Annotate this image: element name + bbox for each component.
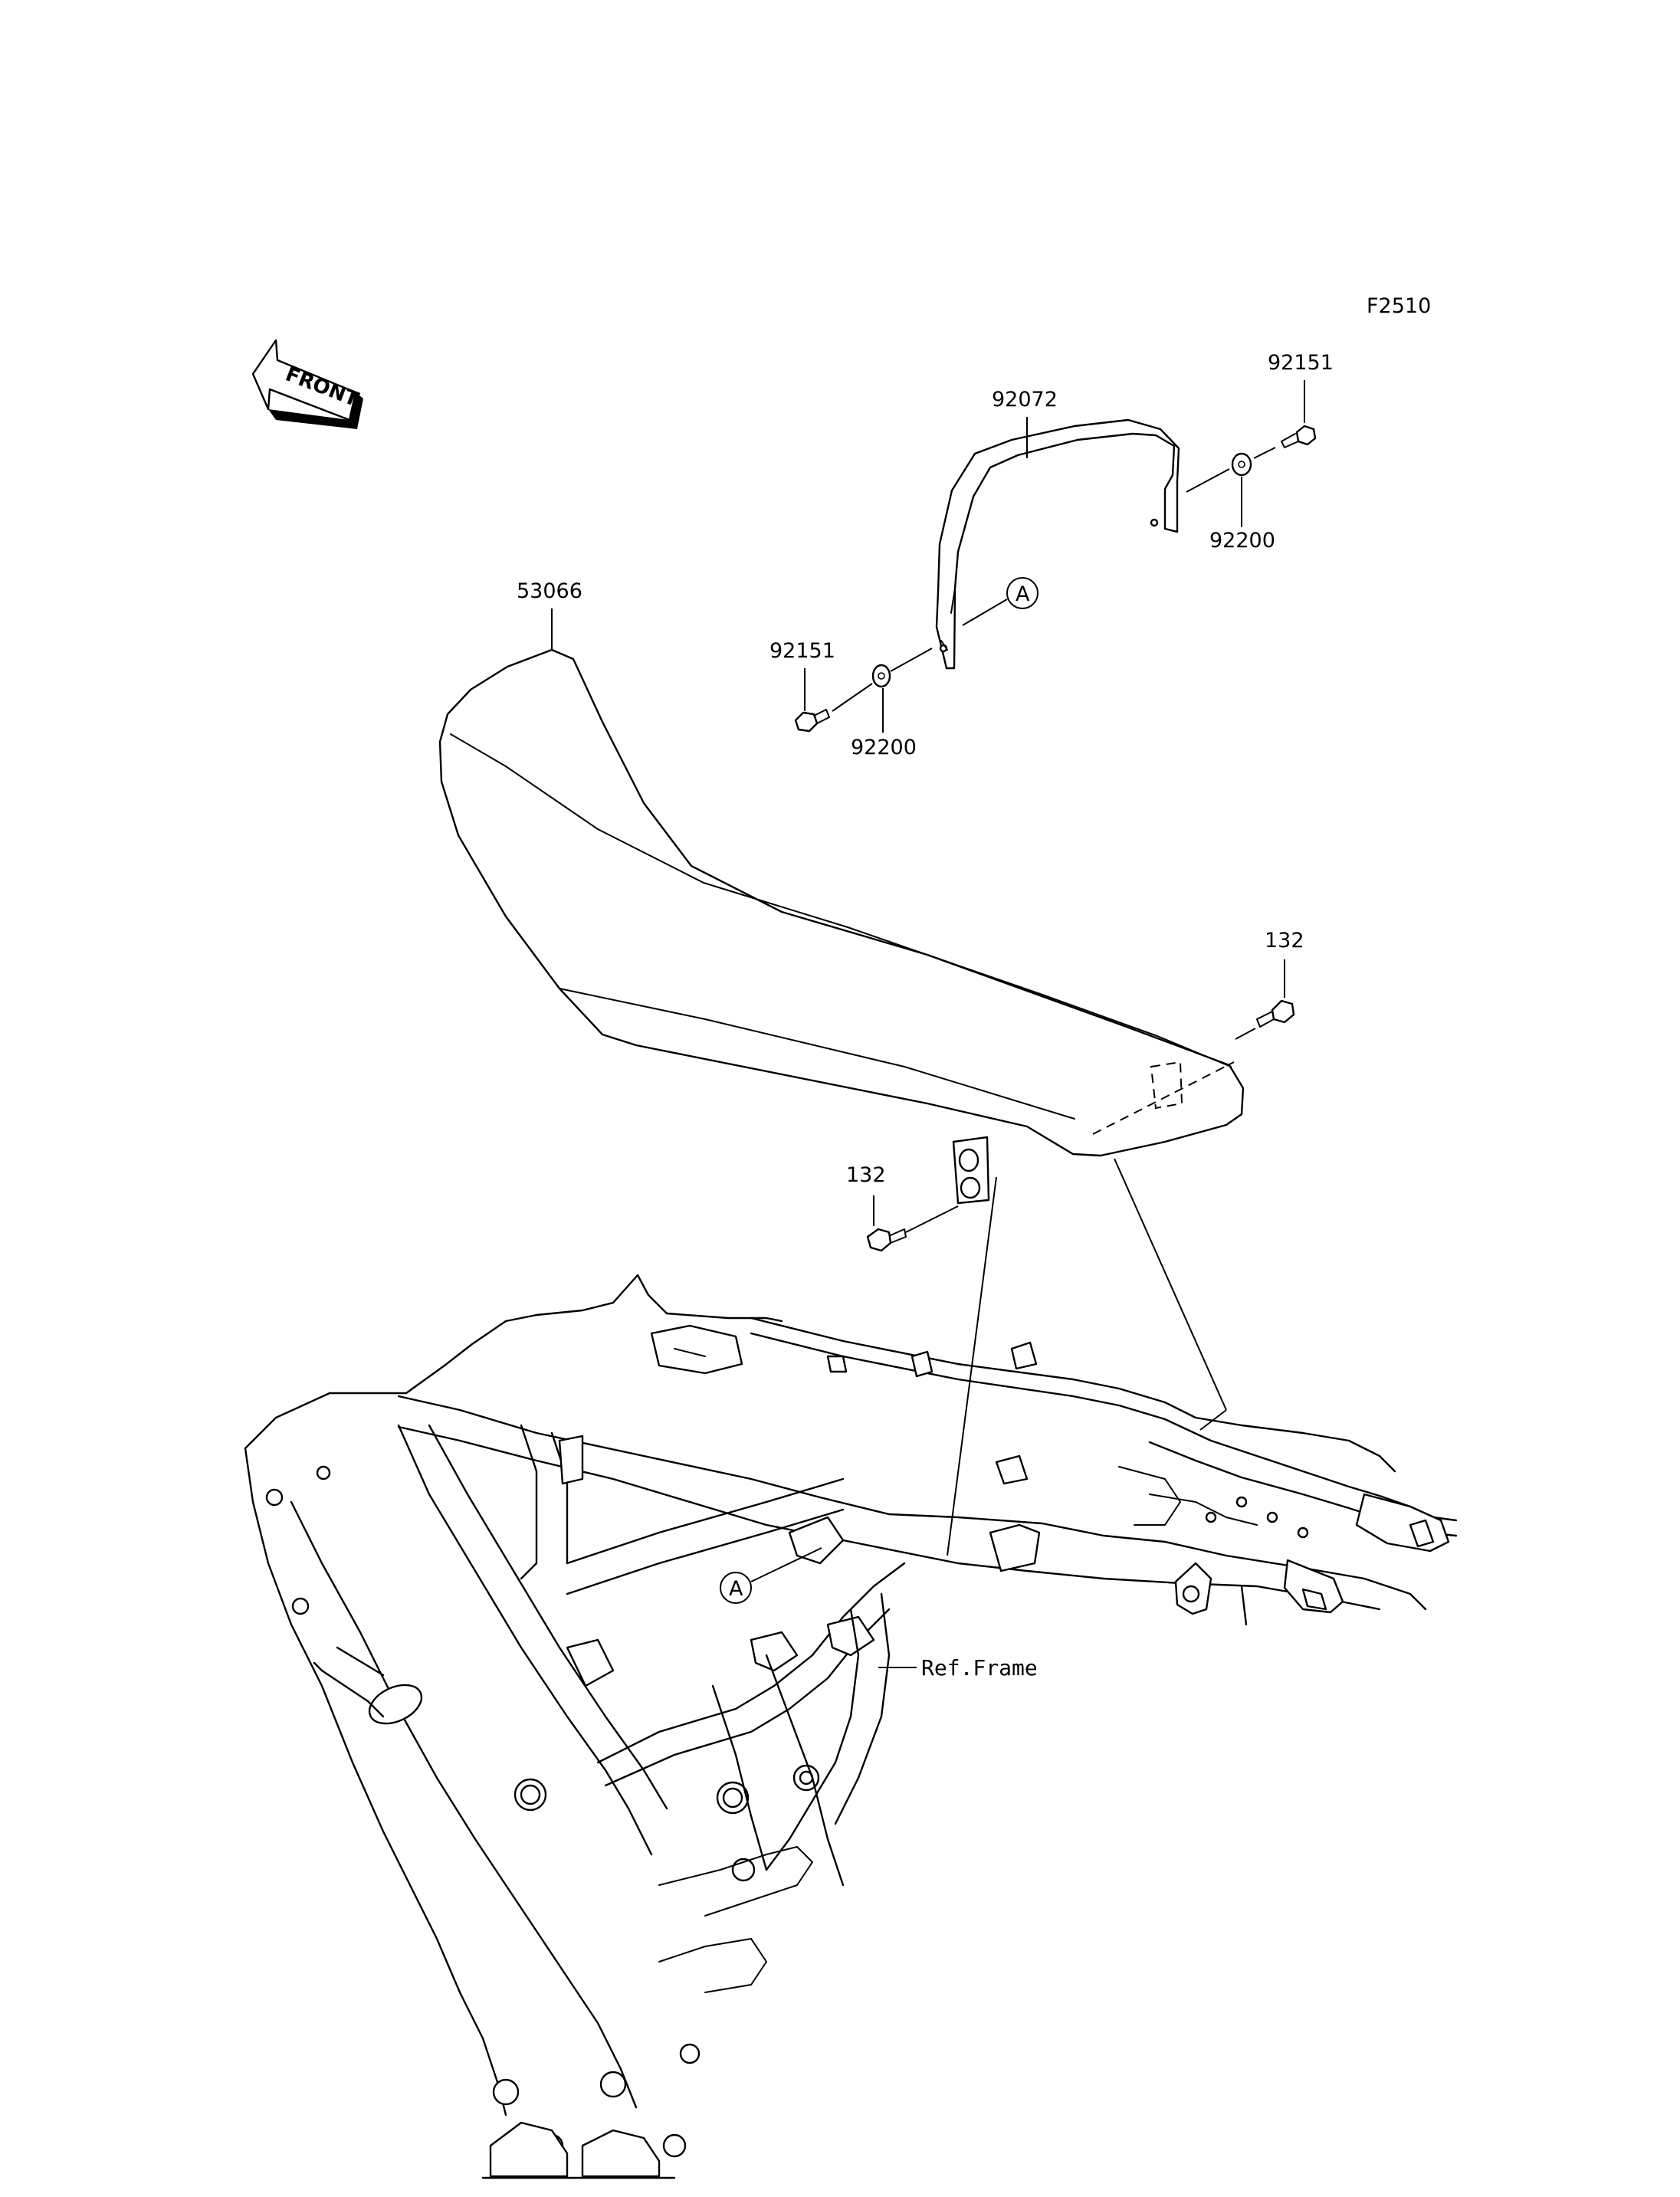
ref-circle-a-upper (1006, 577, 1039, 609)
bolt-92151-upper-right (1281, 425, 1317, 448)
seat-53066 (438, 648, 1245, 1205)
washer-92200-left (871, 664, 891, 688)
washer-92200-upper-right (1231, 452, 1252, 477)
label-92200-upper-right: 92200 (1209, 529, 1275, 553)
ref-frame-label: Ref.Frame (921, 1655, 1038, 1681)
ref-mark-a-lower: A (729, 1577, 743, 1601)
label-92200-left: 92200 (851, 736, 917, 759)
label-92151-upper-right: 92151 (1268, 351, 1334, 375)
front-direction-arrow-icon: FRONT (251, 339, 363, 429)
label-132-front: 132 (846, 1163, 886, 1187)
bolt-132-seat-front (866, 1228, 907, 1252)
bolt-132-seat-rear (1256, 999, 1295, 1028)
label-92072: 92072 (992, 388, 1058, 412)
seat-strap-92072 (935, 418, 1180, 670)
ref-mark-a-upper: A (1016, 582, 1030, 606)
bolt-92151-left (794, 709, 830, 733)
label-53066: 53066 (517, 579, 582, 603)
figure-code: F2510 (1367, 294, 1431, 318)
ref-circle-a-lower (720, 1572, 752, 1604)
label-92151-left: 92151 (769, 639, 835, 663)
motorcycle-frame (244, 1274, 1458, 2179)
label-132-rear: 132 (1265, 929, 1304, 953)
